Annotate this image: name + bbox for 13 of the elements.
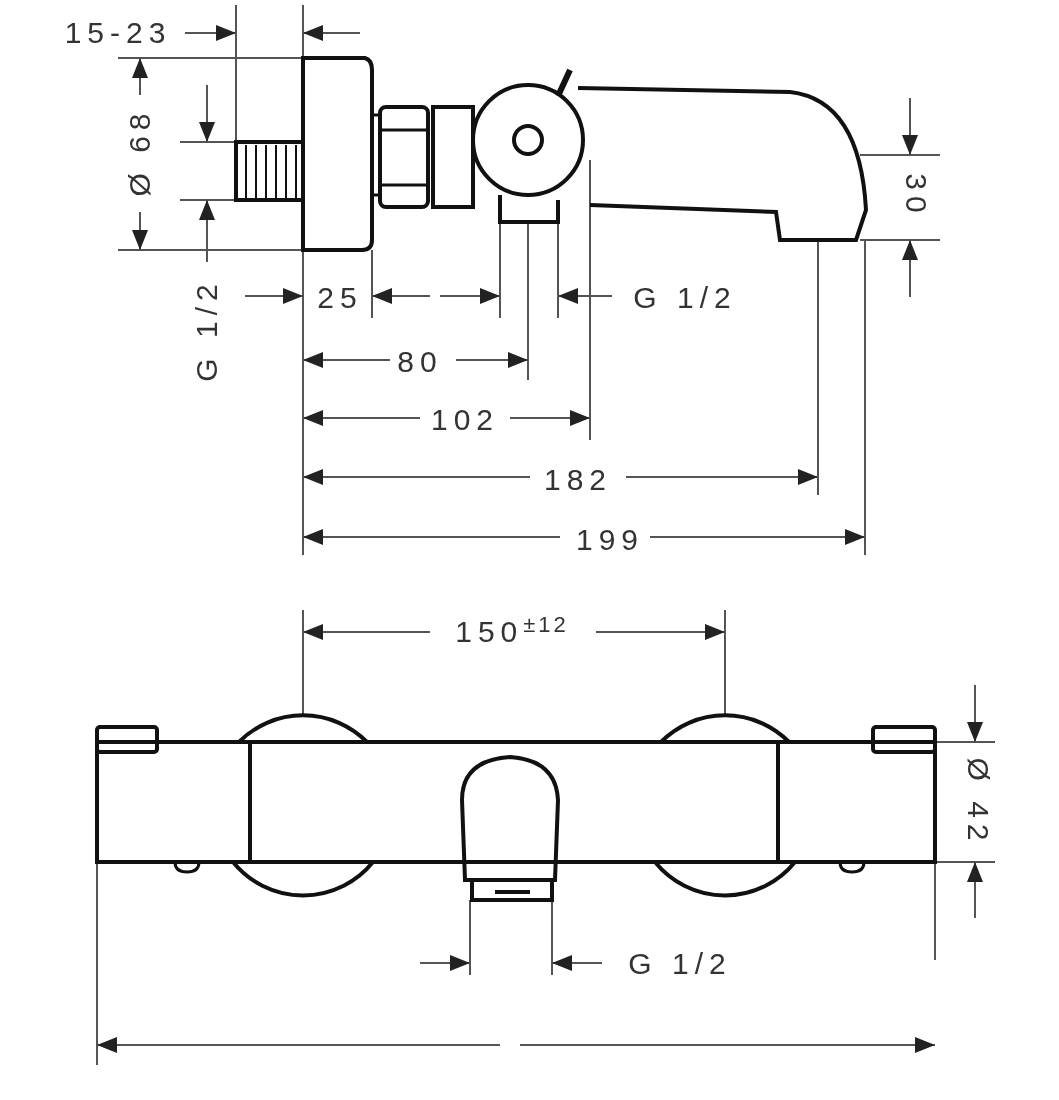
dimension-label: G 1/2 xyxy=(633,283,737,313)
dimension-label: 15-23 xyxy=(64,18,172,48)
dimension-label: 25 xyxy=(317,283,363,313)
dimension-label: G 1/2 xyxy=(628,949,732,979)
dimension-label: 30 xyxy=(901,173,931,219)
dimension-label: 199 xyxy=(575,525,645,555)
dimension-label: G 1/2 xyxy=(192,278,222,382)
dimension-label: Ø 42 xyxy=(963,757,993,847)
dimension-label: 150$^{±12}$ xyxy=(455,613,569,647)
dimension-label: 102 xyxy=(430,405,500,435)
dimension-label: 80 xyxy=(397,347,443,377)
dimension-label: 182 xyxy=(543,465,613,495)
dimension-label: Ø 68 xyxy=(125,107,155,197)
